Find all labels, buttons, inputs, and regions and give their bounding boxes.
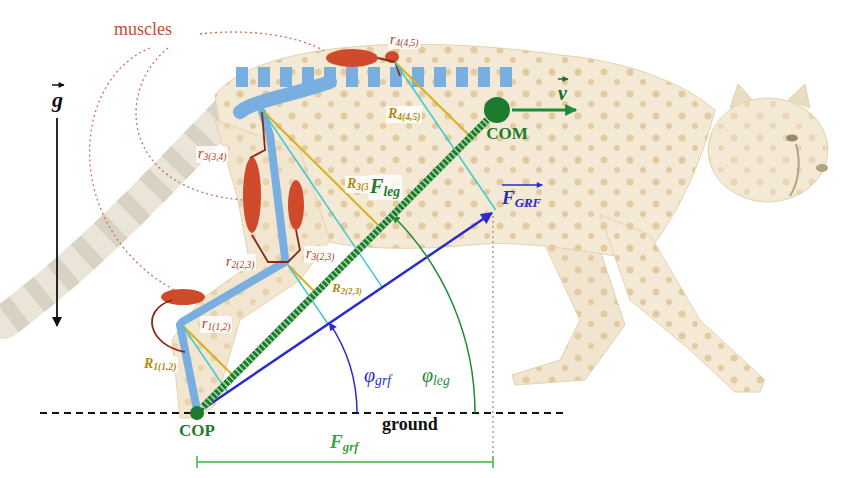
muscle [243,157,261,233]
figure-label: φleg [420,364,452,389]
node-dot-frame [483,96,511,124]
figure-label: r1(1,2) [200,316,232,333]
leg-line-hatching [203,120,488,407]
text-part: φ [422,364,433,386]
cheetah-fur [600,215,765,392]
node-dot-frame [189,405,205,421]
subscript-part: 2(2,3) [231,260,254,270]
text-part: r [202,316,207,331]
edge-label: Fleg [368,175,402,200]
text-part: F [330,431,343,452]
cheetah-fur [708,98,828,202]
figure-label: r3(2,3) [304,246,336,263]
velocity-arrow [512,109,576,112]
subscript-part: 3(2,3) [311,252,334,262]
figure-label: ground [380,415,440,435]
subscript-part: 2(2,3) [341,286,362,296]
lever-arm-lines [152,58,400,352]
figure-label: r3(3,4) [196,146,228,163]
vector-accent-arrow [558,78,568,80]
vector-accent-arrow [52,84,64,86]
subscript-part: 4(4,5) [395,38,418,48]
figure-label: r4(4,5) [388,32,420,49]
figure-label: R2(2,3) [330,281,364,297]
text-part: φ [364,364,375,386]
subscript-part: leg [383,185,400,200]
cheetah-leg [512,245,625,385]
figure-label: R1(1,2) [142,356,178,373]
ground-line [40,412,565,414]
text-part: R [144,356,153,371]
point-dot [190,406,204,420]
femur-bone [262,112,285,258]
subscript-part: grf [375,373,391,388]
text-part: r [390,32,395,47]
text-part: r [198,146,203,161]
vertebrae [236,67,512,87]
text-part: g [52,87,63,112]
figure-label: R4(4,5) [386,106,422,123]
figure-label: Fgrf [328,432,360,454]
cheetah-tail [4,112,228,322]
subscript-part: 3(3,4) [203,152,226,162]
tail-bands [4,112,228,322]
cheetah-leg [600,215,765,392]
figure-label: r2(2,3) [224,254,256,271]
grf-lever-lines [182,62,496,392]
text-part: v [558,82,567,104]
text-part: R [332,280,341,295]
cheetah-hind-leg [172,120,330,418]
cheetah-fur [172,120,330,418]
point-dot [484,97,510,123]
point-node: COP [171,405,223,441]
grf-angle-arc [329,323,357,413]
vertical-projection [492,216,493,468]
figure-label: g [50,82,65,112]
figure-label: FGRF [500,182,543,210]
vector-accent-arrow [502,184,542,186]
figure-label: φgrf [362,364,393,389]
text-part: R [347,176,356,191]
subscript-part: leg [433,373,450,388]
muscle [326,49,378,67]
tear-mark [790,144,799,196]
subscript-part: 4(4,5) [397,112,420,122]
leg-force-line [203,120,488,407]
subscript-part: GRF [515,195,542,210]
cheetah-nose [816,164,828,172]
subscript-part: 1(1,2) [153,362,176,372]
subscript-part: grf [343,439,359,454]
text-part: r [226,254,231,269]
point-node: COM [465,96,529,144]
subscript-part: 1(1,2) [207,322,230,332]
figure-label: v [556,76,569,104]
point-label: COM [475,125,539,144]
leg-angle-arc [393,216,475,414]
text-part: F [370,175,383,197]
text-part: r [306,246,311,261]
text-part: F [502,187,515,208]
horizontal-force-measure [197,456,493,468]
cheetah-fur [512,245,625,385]
muscle [288,180,304,230]
gravity-arrow [56,118,58,326]
text-part: R [388,106,397,121]
cheetah-eye [786,135,798,142]
point-label: COP [171,422,223,441]
pelvis-bone [240,82,330,112]
grf-vector [197,213,492,413]
cheetah-head [708,98,828,202]
text-part: muscles [114,19,172,39]
figure-label: muscles [112,20,174,40]
text-part: ground [382,414,438,434]
